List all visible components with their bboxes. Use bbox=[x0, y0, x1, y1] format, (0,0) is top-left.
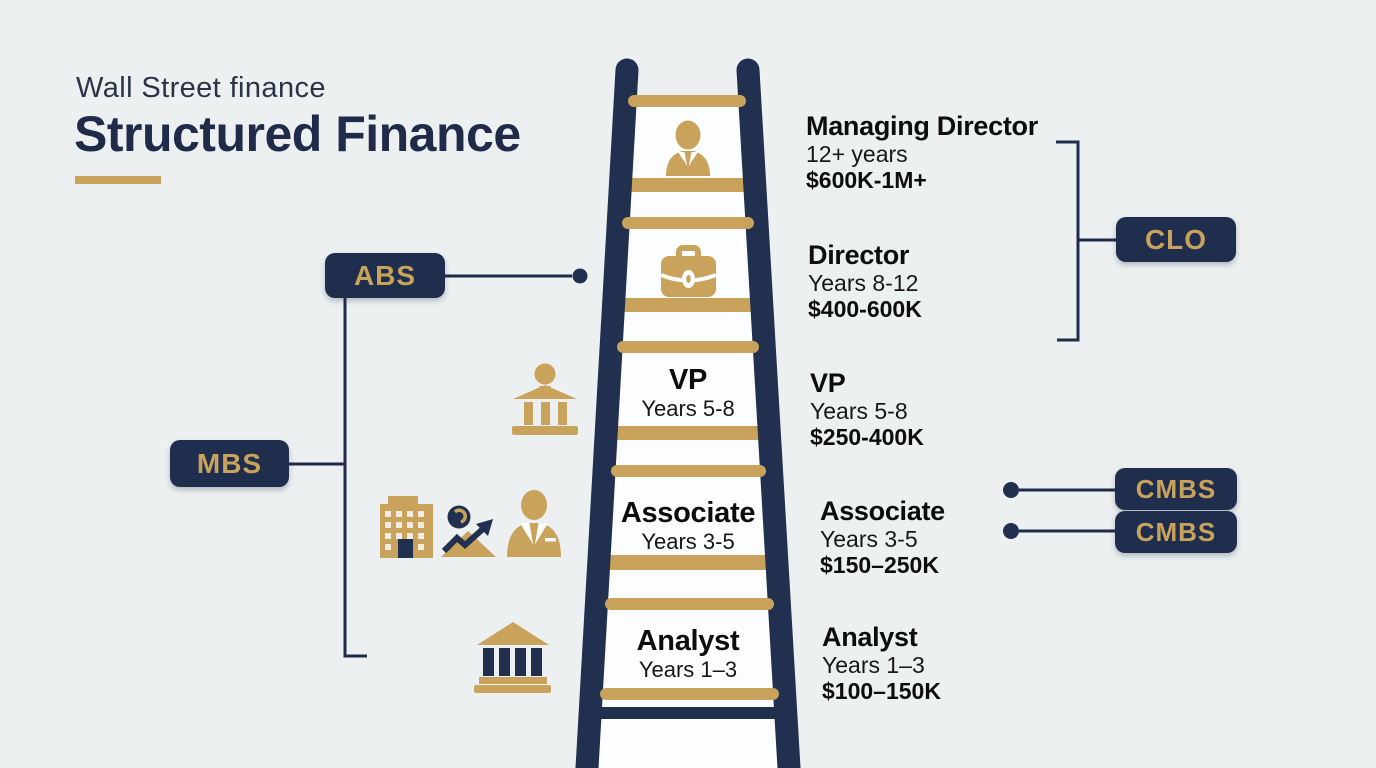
title-underline bbox=[75, 176, 161, 184]
career-ladder bbox=[575, 58, 801, 768]
ladder-rails bbox=[575, 58, 801, 768]
step-years: Years 5-8 bbox=[641, 396, 735, 421]
level-salary: $400-600K bbox=[808, 296, 922, 322]
briefcase-icon bbox=[660, 245, 717, 297]
bank-columns-icon bbox=[474, 622, 551, 693]
office-building-icon bbox=[380, 496, 433, 558]
connector-dots bbox=[572, 268, 1019, 539]
ladder-step-analyst: Analyst Years 1–3 bbox=[588, 626, 788, 683]
level-title: Associate bbox=[820, 496, 945, 526]
bank-with-person-icon bbox=[512, 363, 578, 435]
badge-clo: CLO bbox=[1116, 217, 1236, 262]
level-salary: $100–150K bbox=[822, 678, 941, 704]
level-salary: $600K-1M+ bbox=[806, 167, 927, 193]
page-title: Structured Finance bbox=[74, 106, 521, 162]
level-analyst: Analyst Years 1–3 $100–150K bbox=[822, 622, 941, 705]
ladder-navy-bar bbox=[598, 707, 778, 719]
executive-person-icon bbox=[666, 120, 710, 176]
growth-chart-person-icon bbox=[441, 505, 496, 557]
ladder-step-vp: VP Years 5-8 bbox=[588, 365, 788, 422]
connector-lines bbox=[289, 140, 1116, 658]
step-label: Analyst bbox=[636, 625, 740, 657]
level-title: VP bbox=[810, 368, 846, 398]
badge-cmbs-bottom: CMBS bbox=[1115, 511, 1237, 553]
level-vp: VP Years 5-8 $250-400K bbox=[810, 368, 924, 451]
business-person-icon bbox=[507, 490, 561, 557]
ladder-rungs bbox=[600, 95, 779, 700]
level-salary: $250-400K bbox=[810, 424, 924, 450]
cmbs-top-dot bbox=[1003, 482, 1019, 498]
level-years: Years 1–3 bbox=[822, 652, 925, 678]
step-years: Years 3-5 bbox=[641, 529, 735, 554]
step-label: VP bbox=[668, 364, 708, 396]
ladder-bands bbox=[603, 178, 771, 570]
level-years: Years 8-12 bbox=[808, 270, 919, 296]
abs-branch-line bbox=[343, 298, 367, 658]
md-director-bracket bbox=[1056, 140, 1080, 342]
level-title: Analyst bbox=[822, 622, 918, 652]
level-years: Years 3-5 bbox=[820, 526, 918, 552]
level-years: 12+ years bbox=[806, 141, 908, 167]
page-subtitle: Wall Street finance bbox=[76, 72, 326, 104]
level-salary: $150–250K bbox=[820, 552, 939, 578]
abs-line-dot bbox=[572, 268, 588, 284]
badge-cmbs-top: CMBS bbox=[1115, 468, 1237, 510]
level-managing-director: Managing Director 12+ years $600K-1M+ bbox=[806, 111, 1038, 194]
step-years: Years 1–3 bbox=[638, 657, 738, 682]
badge-abs: ABS bbox=[325, 253, 445, 298]
level-title: Managing Director bbox=[806, 111, 1038, 141]
badge-mbs: MBS bbox=[170, 440, 289, 487]
level-director: Director Years 8-12 $400-600K bbox=[808, 240, 922, 323]
level-title: Director bbox=[808, 240, 910, 270]
ladder-step-associate: Associate Years 3-5 bbox=[588, 498, 788, 555]
step-label: Associate bbox=[620, 497, 756, 529]
level-associate: Associate Years 3-5 $150–250K bbox=[820, 496, 945, 579]
level-years: Years 5-8 bbox=[810, 398, 908, 424]
cmbs-bottom-dot bbox=[1003, 523, 1019, 539]
